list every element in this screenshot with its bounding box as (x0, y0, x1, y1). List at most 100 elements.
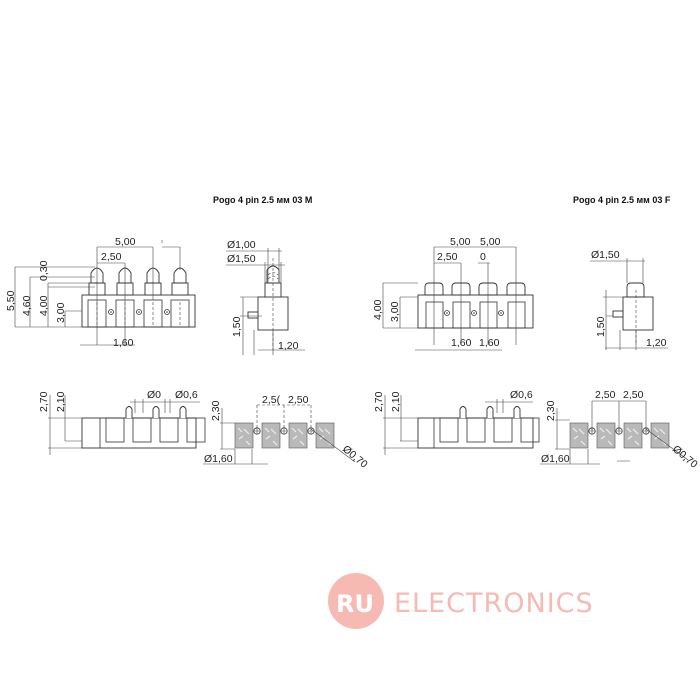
pin-window (507, 301, 526, 329)
mount-hole-dot (110, 311, 112, 313)
dim-female-4-00: 4,00 (372, 299, 384, 320)
dim-female-side-1-50: 1,50 (595, 316, 607, 337)
pad-hatch (653, 427, 667, 446)
male-side-view: Ø1,00 Ø1,50 1,50 1,20 (226, 239, 305, 355)
solder-pad (234, 422, 254, 449)
dim-female-1-60-a: 1,60 (451, 337, 472, 349)
pad-hatch (264, 427, 278, 446)
dim-female-d1-50: Ø1,50 (591, 249, 620, 261)
dim-male-3-00: 3,00 (55, 302, 67, 323)
strip-slot (105, 417, 125, 443)
dim-female-pad-d1-60: Ø1,60 (541, 453, 570, 465)
strip-slot (186, 417, 206, 443)
mount-hole-dot (138, 311, 140, 313)
pin-window (452, 301, 471, 329)
dim-male-pad-2-50: 2,50 (288, 394, 309, 406)
dim-male-2-70: 2,70 (38, 391, 50, 412)
strip-slot (159, 417, 179, 443)
pin-window (170, 299, 190, 328)
strip-slot (132, 417, 152, 443)
dim-male-d1-00: Ø1,00 (227, 239, 256, 251)
strip-pin (125, 406, 133, 418)
dim-male-pad-2-5: 2,5( (262, 394, 281, 406)
male-side-pin (247, 311, 259, 319)
female-strip-view: 2,70 2,10 Ø0,6 (373, 389, 540, 455)
female-strip-body (417, 417, 534, 449)
dim-male-0-30: 0,30 (38, 260, 50, 281)
solder-pad (569, 422, 589, 449)
pad-hatch (318, 427, 332, 446)
pad-hatch (237, 427, 251, 446)
dim-female-1-60-b: 1,60 (479, 337, 500, 349)
solder-pad (623, 422, 643, 449)
female-side-housing (622, 296, 654, 331)
dim-female-2-70: 2,70 (373, 391, 385, 412)
dim-male-5-50: 5,50 (5, 290, 17, 311)
dim-male-d0-6: Ø0,6 (175, 389, 198, 401)
dim-female-pitch-5-b: 5,00 (480, 236, 501, 248)
mount-hole-dot (166, 311, 168, 313)
dim-female-pad-2-30: 2,30 (545, 400, 557, 421)
male-front-view: 5,00 2,50 0,30 5,50 4,60 4,00 3,00 1,60 (5, 236, 196, 349)
dim-male-pad-2-30: 2,30 (210, 400, 222, 421)
mount-hole-icon (164, 309, 170, 315)
mount-hole-icon (444, 310, 450, 316)
strip-slot (520, 417, 540, 443)
dim-female-2-10: 2,10 (390, 391, 402, 412)
mount-hole-icon (471, 310, 477, 316)
dim-female-pad-2-50-b: 2,50 (623, 389, 644, 401)
strip-slot (439, 417, 459, 443)
solder-pad (261, 422, 281, 449)
male-strip-view: 2,70 2,10 Ø0 Ø0,6 (38, 389, 206, 455)
dim-male-pitch-5: 5,00 (115, 236, 136, 248)
female-pad-layout: 2,30 2,50 2,50 Ø1,60 Ø0,70 (540, 389, 700, 471)
pin-window (425, 301, 444, 329)
strip-pin (179, 406, 187, 418)
female-housing (417, 294, 534, 329)
male-pad-layout: 2,30 2,5( 2,50 Ø1,60 Ø0,70 (203, 394, 370, 471)
pin-collar (171, 282, 189, 296)
pad-hatch (599, 427, 613, 446)
dim-male-pitch-2-5: 2,50 (101, 251, 122, 263)
dim-male-side-1-20: 1,20 (278, 340, 299, 352)
solder-pad (596, 422, 616, 449)
logo-ru-text: RU (336, 590, 374, 618)
strip-slot (466, 417, 486, 443)
title-female: Pogo 4 pin 2.5 мм 03 F (573, 195, 671, 205)
female-front-view: 5,00 5,00 2,50 0 4,00 3,00 1,60 1,60 (372, 236, 534, 351)
strip-pin (486, 406, 494, 418)
dim-male-pad-d0-70: Ø0,70 (340, 443, 370, 471)
dim-female-pitch-2-5: 2,50 (437, 251, 458, 263)
dim-female-0: 0 (480, 251, 486, 263)
dim-male-d1-50: Ø1,50 (227, 253, 256, 265)
mount-hole-dot (500, 312, 502, 314)
logo-circle (328, 573, 384, 629)
female-side-view: Ø1,50 1,50 1,20 (590, 249, 668, 350)
mount-hole-icon (498, 310, 504, 316)
mount-hole-dot (473, 312, 475, 314)
via-cross (254, 428, 260, 434)
pin-window (479, 301, 498, 329)
dim-male-side-1-50: 1,50 (231, 316, 243, 337)
dim-female-pad-d0-70: Ø0,70 (670, 443, 700, 471)
mount-hole-icon (108, 309, 114, 315)
mount-hole-icon (136, 309, 142, 315)
strip-slot (493, 417, 513, 443)
male-strip-body (81, 417, 197, 449)
solder-pad (288, 422, 308, 449)
dim-female-side-1-20: 1,20 (646, 337, 667, 349)
pad-hatch (626, 427, 640, 446)
dim-female-pitch-5-a: 5,00 (450, 236, 471, 248)
ru-electronics-logo: RU ELECTRONICS (328, 573, 594, 629)
dim-female-pad-2-50-a: 2,50 (595, 389, 616, 401)
dim-male-pad-d1-60: Ø1,60 (204, 453, 233, 465)
dim-male-d0: Ø0 (147, 389, 161, 401)
via-cross (281, 428, 287, 434)
logo-name-text: ELECTRONICS (394, 588, 594, 619)
dim-female-d0-6: Ø0,6 (510, 389, 533, 401)
pad-hatch (291, 427, 305, 446)
female-side-pin (612, 310, 624, 318)
dim-male-1-60: 1,60 (113, 337, 134, 349)
